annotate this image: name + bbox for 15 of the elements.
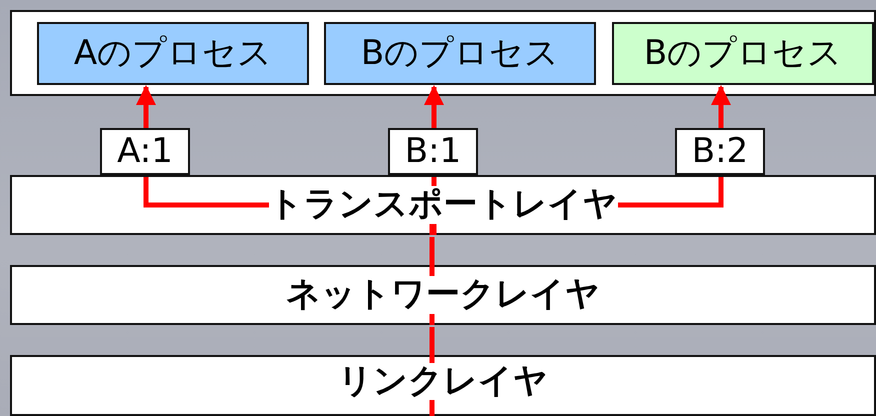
layer-bar — [10, 355, 876, 416]
layer-bar — [10, 265, 876, 325]
layer-name: ネットワークレイヤ — [286, 276, 600, 314]
arrow — [136, 85, 156, 128]
container-box — [10, 10, 876, 96]
process-box — [324, 22, 596, 85]
arrow — [711, 85, 731, 128]
arrow — [424, 85, 444, 128]
port-box — [388, 128, 478, 175]
process-box — [37, 22, 309, 85]
port-box — [675, 128, 765, 175]
layer-bar — [10, 175, 876, 235]
process-box — [612, 22, 874, 85]
layer-name: トランスポートレイヤ — [268, 186, 618, 224]
port-box — [100, 128, 190, 175]
